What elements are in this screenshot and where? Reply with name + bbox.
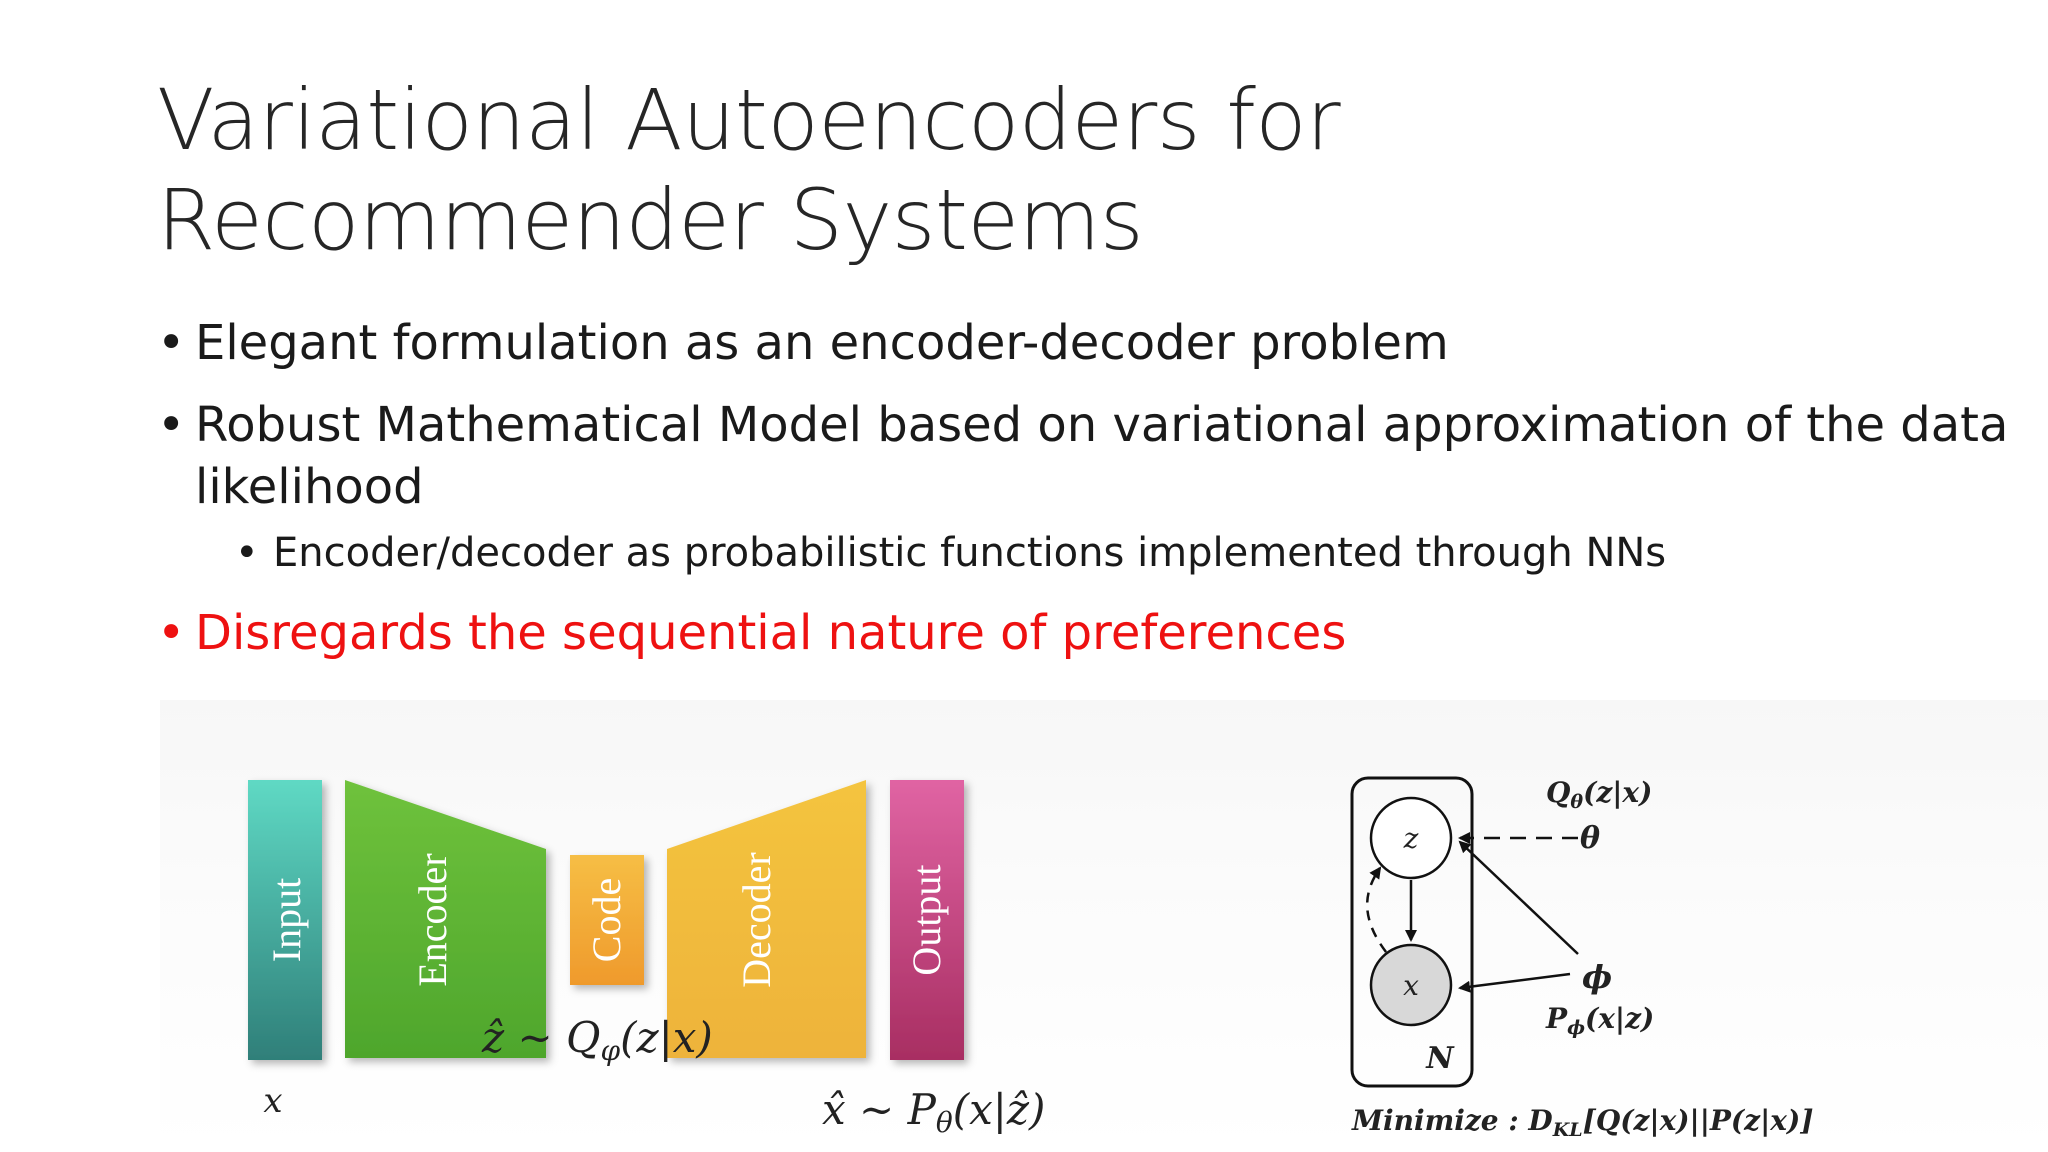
slide-title: Variational Autoencoders for Recommender…	[157, 71, 1341, 269]
objective-main: Minimize : D	[1351, 1104, 1553, 1137]
code-formula-main: ẑ ∼ Q	[481, 1013, 600, 1062]
output-block	[890, 780, 964, 1060]
code-formula: ẑ ∼ Qφ(z|x)	[481, 1013, 713, 1067]
q-label-sub: θ	[1570, 791, 1583, 813]
p-label-main: P	[1545, 1002, 1568, 1035]
q-label-main: Q	[1546, 776, 1570, 809]
bullet-dot: •	[157, 397, 186, 453]
output-formula-sub: θ	[936, 1106, 953, 1139]
q-label-rest: (z|x)	[1583, 776, 1652, 809]
decoder-block	[667, 780, 866, 1058]
output-label: Output	[904, 864, 949, 975]
objective-rest: [Q(z|x)||P(z|x)]	[1583, 1104, 1814, 1137]
q-label: Qθ(z|x)	[1546, 776, 1652, 813]
code-block	[570, 855, 644, 985]
p-label: Pϕ(x|z)	[1545, 1002, 1654, 1039]
bullet-text: Elegant formulation as an encoder-decode…	[195, 315, 1449, 371]
graphical-model-diagram: N z x θ ϕ Qθ(z|x) Pϕ(x|z) Minimize : DKL…	[1350, 776, 1813, 1141]
encoder-label: Encoder	[410, 853, 455, 986]
output-formula-main: x̂ ∼ P	[822, 1085, 937, 1134]
bullet-dot: •	[157, 605, 186, 661]
sub-bullet-item: • Encoder/decoder as probabilistic funct…	[235, 526, 2017, 580]
objective-label: Minimize : DKL[Q(z|x)||P(z|x)]	[1351, 1104, 1813, 1141]
autoencoder-diagram: Input Encoder Code Decoder Output x ẑ ∼ …	[248, 780, 1045, 1139]
input-block	[248, 780, 322, 1060]
plate	[1350, 776, 1474, 1088]
bullet-item: • Elegant formulation as an encoder-deco…	[157, 312, 2017, 374]
highlight-bullet: • Disregards the sequential nature of pr…	[157, 602, 2017, 664]
bullet-text: Robust Mathematical Model based on varia…	[195, 397, 2009, 515]
latent-node	[1369, 796, 1453, 880]
output-formula-rest: (x|ẑ)	[953, 1085, 1046, 1134]
decoder-label: Decoder	[734, 852, 779, 987]
phi-to-z-arrow	[1458, 840, 1579, 955]
input-symbol: x	[263, 1081, 282, 1121]
code-label: Code	[584, 878, 629, 962]
theta-symbol: θ	[1580, 821, 1600, 856]
bullet-dot: •	[157, 315, 186, 371]
p-label-rest: (x|z)	[1585, 1002, 1654, 1035]
objective-sub: KL	[1552, 1119, 1583, 1141]
bullet-item: • Robust Mathematical Model based on var…	[157, 394, 2015, 518]
bullet-list: • Elegant formulation as an encoder-deco…	[157, 312, 2017, 684]
phi-symbol: ϕ	[1582, 958, 1612, 996]
highlight-bullet-text: Disregards the sequential nature of pref…	[195, 605, 1347, 661]
sub-bullet-text: Encoder/decoder as probabilistic functio…	[273, 530, 1667, 576]
output-formula: x̂ ∼ Pθ(x|ẑ)	[822, 1085, 1045, 1139]
input-label: Input	[264, 878, 309, 962]
latent-label: z	[1403, 822, 1419, 855]
observed-node	[1369, 943, 1453, 1027]
phi-to-x-arrow	[1458, 972, 1571, 993]
encoder-block	[345, 780, 546, 1058]
code-formula-sub: φ	[600, 1034, 620, 1067]
plate-label: N	[1425, 1041, 1455, 1076]
observed-label: x	[1403, 969, 1419, 1002]
code-formula-rest: (z|x)	[620, 1013, 713, 1062]
p-label-sub: ϕ	[1567, 1017, 1585, 1039]
inference-arrow	[1366, 866, 1388, 953]
bullet-dot: •	[235, 530, 259, 576]
